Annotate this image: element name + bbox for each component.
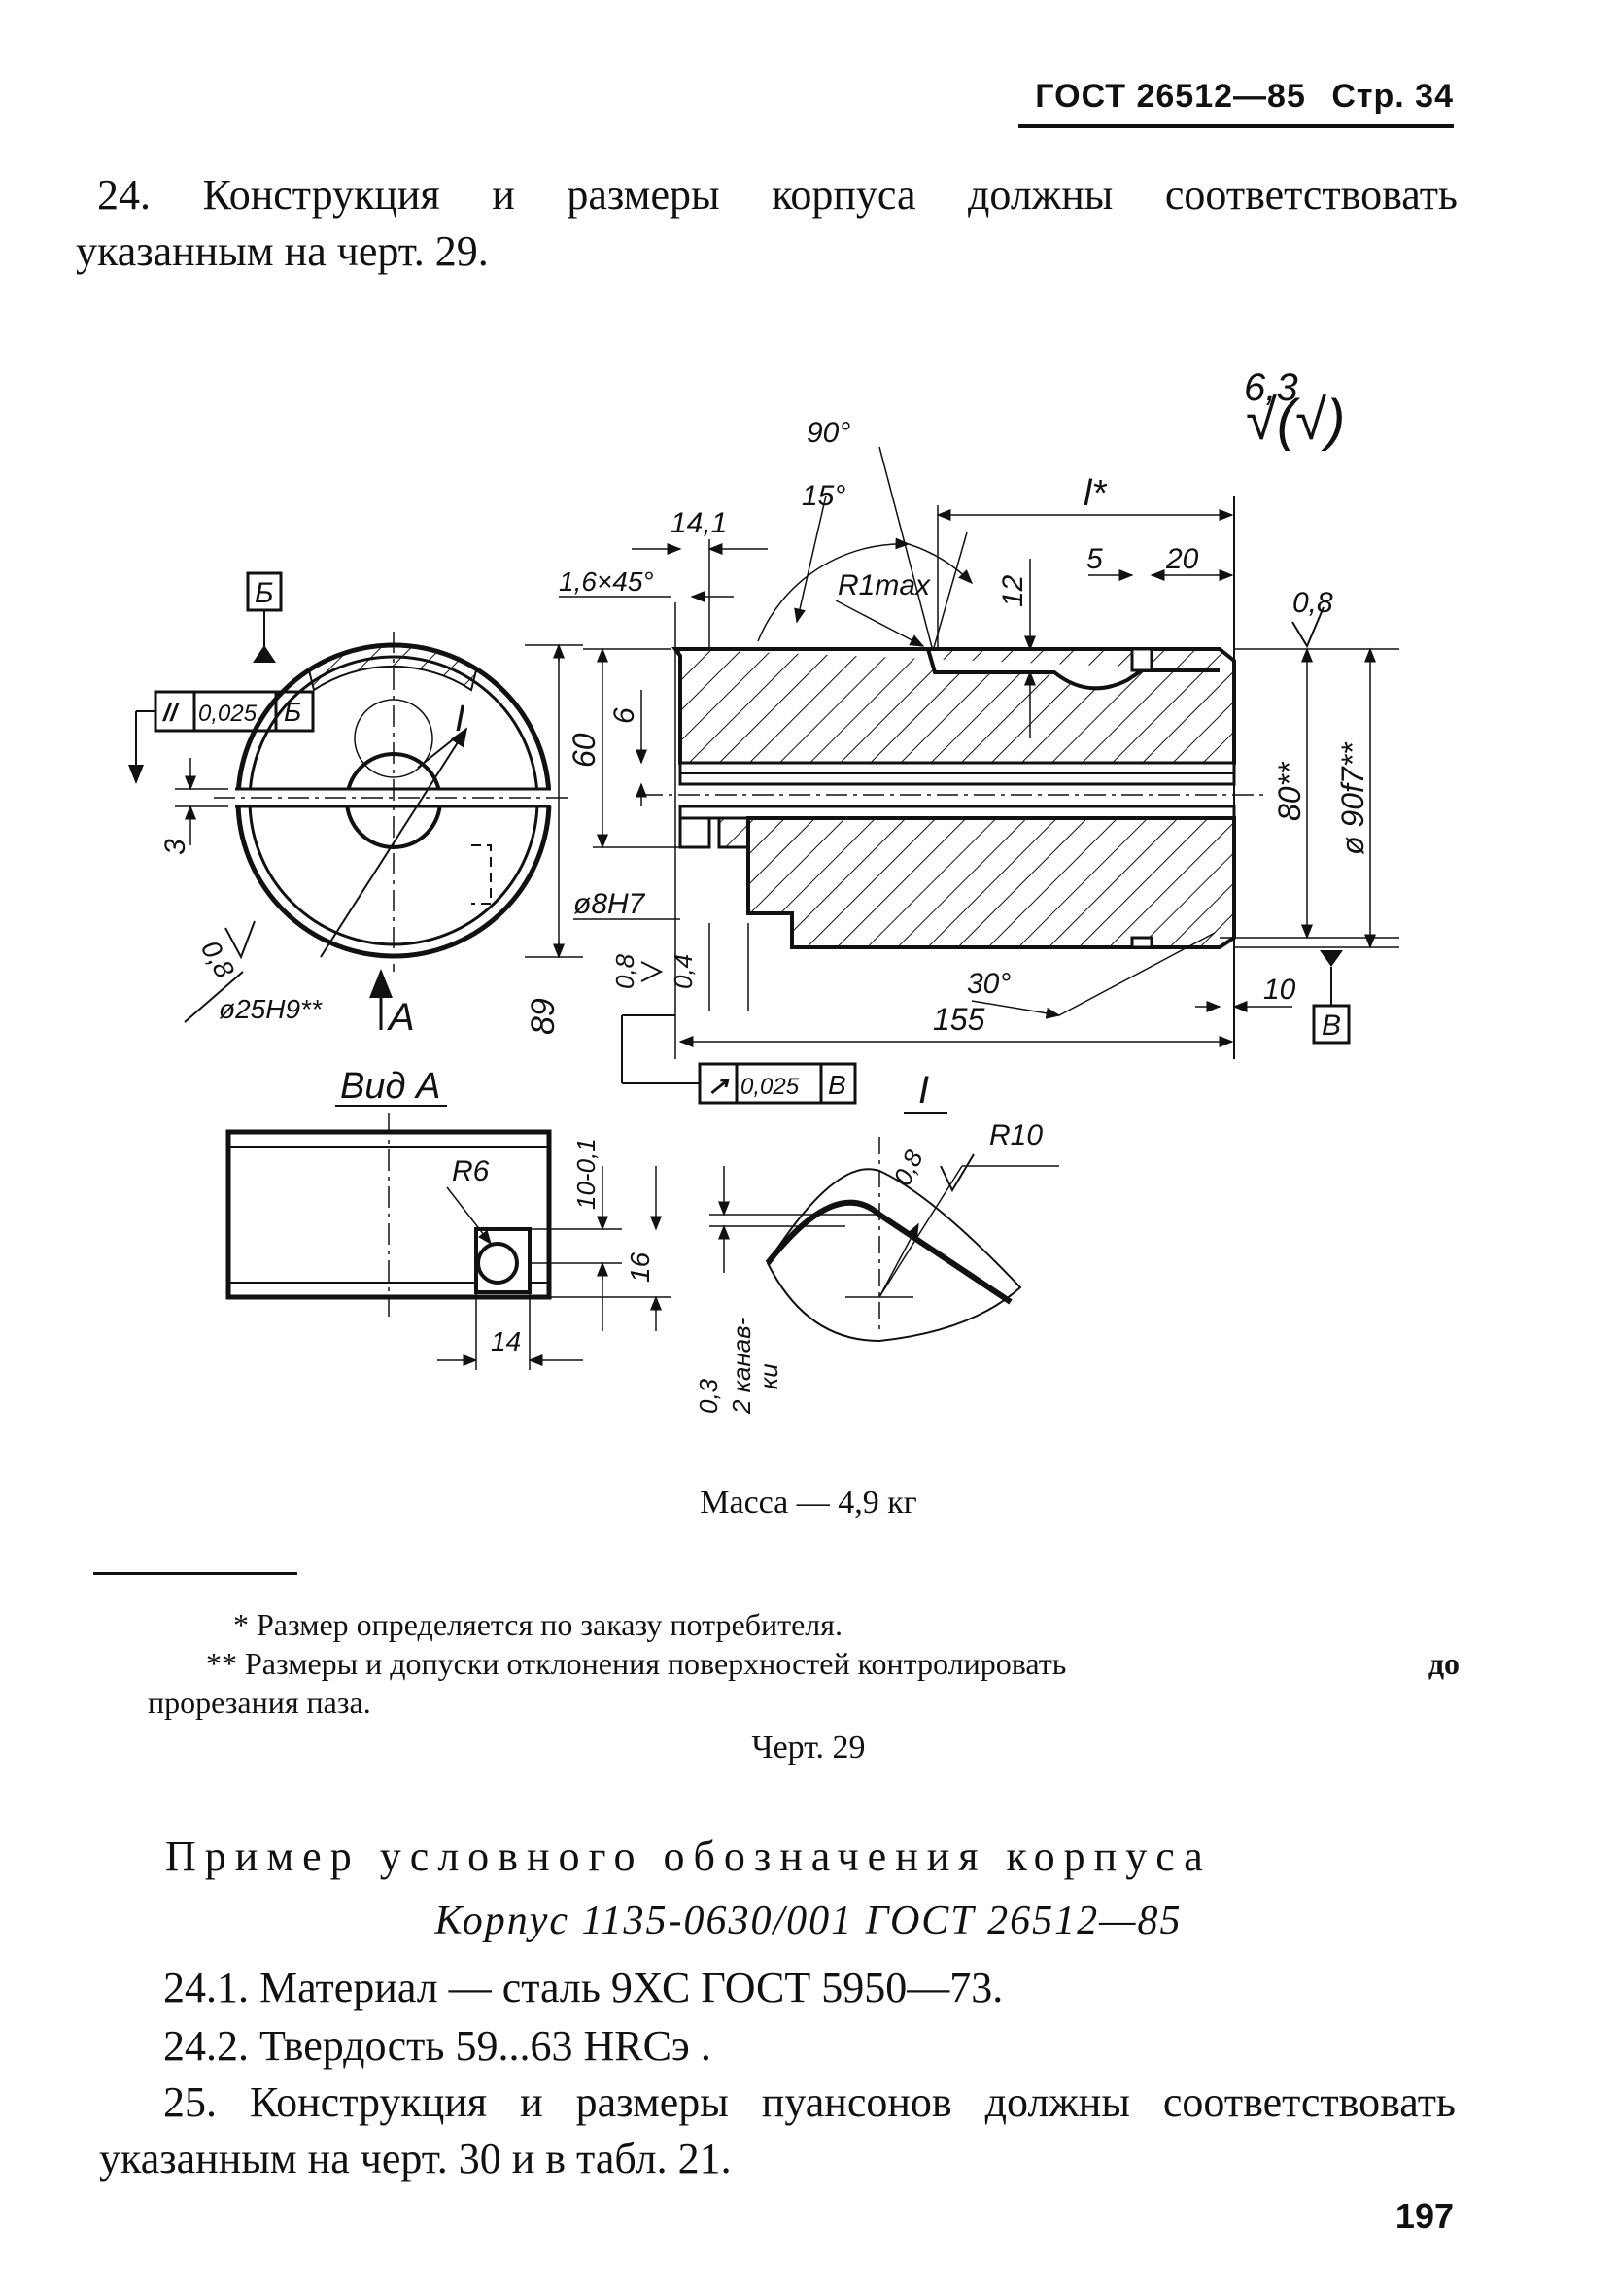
- tol-parallel-value: 0,025: [198, 701, 258, 727]
- mass-caption: Масса — 4,9 кг: [700, 1485, 917, 1521]
- paragraph-24: 24. Конструкция и размеры корпуса должны…: [76, 167, 1458, 280]
- page-header: ГОСТ 26512—85 Стр. 34: [1035, 78, 1454, 116]
- roughness-0-8-bottom: 0,8: [610, 953, 639, 989]
- view-arrow-a: A: [387, 996, 415, 1039]
- dim-10-01: 10-0,1: [571, 1138, 601, 1210]
- longitudinal-section: [641, 496, 1263, 1059]
- dim-r6: R6: [452, 1155, 490, 1187]
- technical-drawing: 6,3 √(√) Б // 0,025 Б I 3 0,8: [128, 366, 1399, 1415]
- dim-14-1: 14,1: [671, 507, 727, 539]
- dim-d90f7: ø 90f7**: [1335, 741, 1370, 855]
- dim-89: 89: [525, 998, 562, 1035]
- tol-parallel-datum: Б: [284, 697, 301, 727]
- page-number: 197: [1394, 2196, 1454, 2236]
- end-view: [214, 632, 573, 972]
- dim-80: 80**: [1272, 761, 1307, 821]
- datum-v-label: В: [1322, 1010, 1341, 1042]
- figure-caption: Черт. 29: [751, 1730, 866, 1765]
- dim-16: 16: [625, 1251, 655, 1283]
- paragraph-25-line2: указанным на черт. 30 и в табл. 21.: [99, 2135, 732, 2182]
- footnote-2-text: ** Размеры и допуски отклонения поверхно…: [206, 1646, 1067, 1681]
- tol-runout-value: 0,025: [740, 1074, 800, 1100]
- paragraph-25-line1: 25. Конструкция и размеры пуансонов долж…: [163, 2078, 1456, 2126]
- view-a-title: Вид А: [340, 1066, 440, 1107]
- footnote-2: ** Размеры и допуски отклонения поверхно…: [206, 1644, 1460, 1683]
- dim-20: 20: [1165, 543, 1199, 575]
- dim-grooves: 2 канав-: [727, 1317, 756, 1415]
- dim-5: 5: [1086, 543, 1103, 575]
- dim-155: 155: [933, 1002, 985, 1037]
- dim-90deg: 90°: [807, 417, 850, 449]
- roughness-0-8-detail: 0,8: [887, 1146, 929, 1190]
- dim-l: l*: [1084, 473, 1107, 514]
- dim-14: 14: [491, 1326, 521, 1356]
- roughness-value: 6,3: [1244, 366, 1298, 409]
- dim-r10: R10: [989, 1119, 1043, 1151]
- dim-10: 10: [1263, 974, 1296, 1006]
- runout-tolerance-frame: ↗ 0,025 В: [621, 1014, 857, 1105]
- detail-i-title: I: [918, 1069, 929, 1112]
- paragraph-24-1: 24.1. Материал — сталь 9ХС ГОСТ 5950—73.: [163, 1964, 1004, 2011]
- dim-grooves-2: ки: [754, 1363, 783, 1389]
- dim-0-3: 0,3: [694, 1378, 723, 1414]
- example-heading: Пример условного обозначения корпуса: [165, 1833, 1212, 1880]
- tol-parallel-symbol: //: [162, 698, 180, 727]
- footnote-2-end: до: [1428, 1646, 1460, 1681]
- footnote-rule: [93, 1572, 297, 1575]
- tol-runout-symbol: ↗: [707, 1071, 730, 1100]
- dim-60: 60: [567, 733, 602, 768]
- view-a: R6 10-0,1 16 14: [225, 1113, 671, 1370]
- dim-30deg: 30°: [967, 968, 1011, 1000]
- footnote-1: * Размер определяется по заказу потребит…: [233, 1607, 843, 1642]
- dim-3: 3: [159, 839, 191, 855]
- header-standard: ГОСТ 26512—85: [1035, 78, 1306, 115]
- roughness-0-8-right: 0,8: [1292, 587, 1333, 619]
- dim-d25h9: ø25H9**: [219, 994, 323, 1024]
- dim-6: 6: [608, 707, 640, 724]
- paragraph-24-line1: 24. Конструкция и размеры корпуса должны…: [97, 171, 1458, 219]
- dim-r1max: R1max: [838, 569, 931, 601]
- paragraph-25: 25. Конструкция и размеры пуансонов долж…: [99, 2074, 1456, 2187]
- detail-i-view: R10 0,8 0,3 2 канав- ки: [694, 1119, 1059, 1415]
- datum-b-label: Б: [255, 577, 274, 609]
- dim-0-4: 0,4: [669, 954, 698, 989]
- dim-chamfer: 1,6×45°: [559, 566, 654, 597]
- dim-d8h7: ø8H7: [573, 888, 646, 920]
- header-page: Стр. 34: [1331, 78, 1454, 115]
- paragraph-24-line2: указанным на черт. 29.: [76, 227, 489, 275]
- footnote-3: прорезания паза.: [148, 1685, 371, 1720]
- tol-runout-datum: В: [828, 1070, 846, 1100]
- detail-label-i: I: [455, 699, 465, 739]
- roughness-symbol: √(√): [1246, 389, 1345, 452]
- parallelism-tolerance-frame: // 0,025 Б: [128, 690, 315, 784]
- paragraph-24-2: 24.2. Твердость 59...63 HRCэ .: [163, 2022, 711, 2070]
- header-rule: [1018, 124, 1454, 128]
- designation-example: Корпус 1135-0630/001 ГОСТ 26512—85: [434, 1899, 1183, 1943]
- dim-12: 12: [997, 574, 1029, 607]
